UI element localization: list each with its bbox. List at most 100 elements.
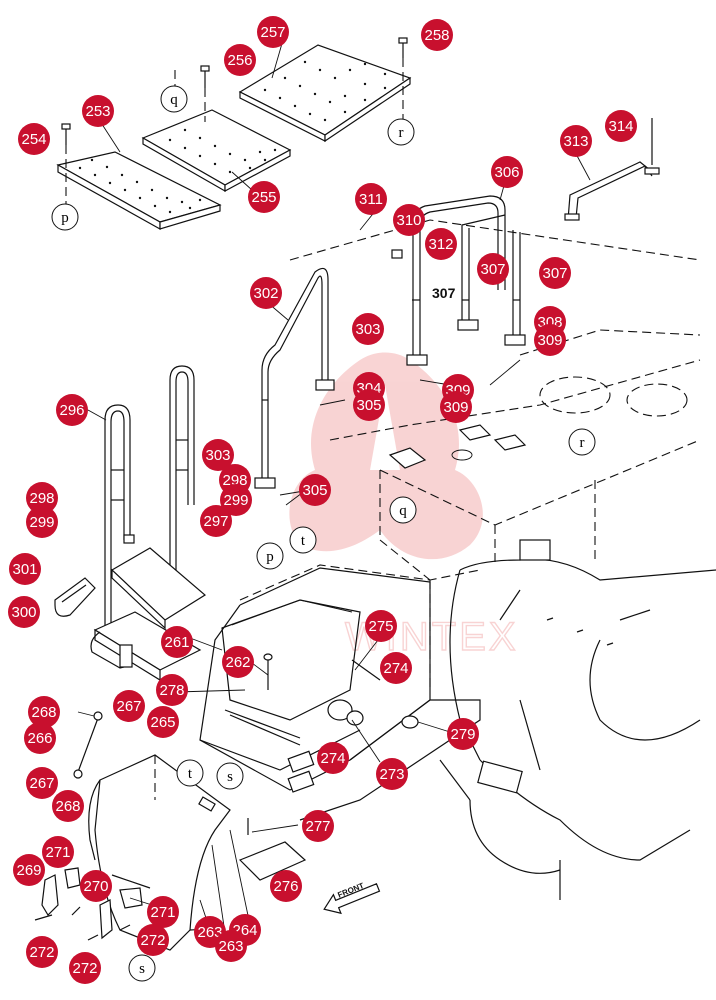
callout-274: 274	[317, 742, 349, 774]
callout-circle	[220, 484, 252, 516]
callout-310: 310	[393, 204, 425, 236]
callout-258: 258	[421, 19, 453, 51]
callout-circle	[18, 123, 50, 155]
callout-275: 275	[365, 610, 397, 642]
callout-307: 307	[539, 257, 571, 289]
callout-circle	[26, 936, 58, 968]
callout-277: 277	[302, 810, 334, 842]
plate-276	[238, 818, 307, 881]
callout-302: 302	[250, 277, 282, 309]
callout-303: 303	[202, 439, 234, 471]
callout-number: 299	[29, 514, 54, 531]
callout-276: 276	[270, 870, 302, 902]
callout-number: 273	[379, 766, 404, 783]
ref-circle-p-body: p	[256, 542, 284, 570]
callout-271: 271	[147, 896, 179, 928]
callout-circle	[52, 790, 84, 822]
callout-313: 313	[560, 125, 592, 157]
svg-text:r: r	[399, 125, 404, 141]
callout-number: 257	[260, 24, 285, 41]
svg-text:q: q	[170, 92, 178, 108]
ref-circle-r-body: r	[568, 428, 596, 456]
callout-circle	[425, 228, 457, 260]
callout-number: 312	[428, 236, 453, 253]
ref-circle-t-cover: t	[176, 759, 204, 787]
callout-number: 256	[227, 52, 252, 69]
grab-handle-313	[564, 118, 660, 221]
callout-circle	[13, 854, 45, 886]
callout-circle	[202, 439, 234, 471]
svg-text:s: s	[139, 961, 145, 977]
callout-circle	[447, 718, 479, 750]
callout-number: 274	[383, 660, 408, 677]
callout-number: 297	[203, 513, 228, 530]
callout-279: 279	[447, 718, 479, 750]
callout-number: 309	[443, 399, 468, 416]
callout-305: 305	[353, 389, 385, 421]
callout-301: 301	[9, 553, 41, 585]
svg-text:t: t	[301, 533, 306, 549]
callout-number: 268	[55, 798, 80, 815]
callout-circle	[42, 836, 74, 868]
svg-text:q: q	[399, 503, 407, 519]
callout-circle	[156, 674, 188, 706]
callout-307: 307	[477, 253, 509, 285]
callout-circle	[161, 626, 193, 658]
handrail-306	[391, 195, 526, 366]
floor-plate-253	[56, 151, 222, 231]
callout-number: 272	[140, 932, 165, 949]
callout-number: 303	[355, 321, 380, 338]
callout-number: 277	[305, 818, 330, 835]
callout-number: 272	[29, 944, 54, 961]
callout-circle	[355, 183, 387, 215]
ref-circle-q-top: q	[160, 85, 188, 113]
callout-number: 270	[83, 878, 108, 895]
callout-270: 270	[80, 870, 112, 902]
callout-circle	[380, 652, 412, 684]
floor-plate-257	[238, 44, 412, 143]
callout-circle	[477, 253, 509, 285]
callout-299: 299	[26, 506, 58, 538]
callout-circle	[560, 125, 592, 157]
callout-number: 267	[29, 775, 54, 792]
callout-circle	[26, 767, 58, 799]
callout-272: 272	[69, 952, 101, 984]
callout-circle	[353, 389, 385, 421]
callout-number: 298	[222, 472, 247, 489]
callout-278: 278	[156, 674, 188, 706]
callout-265: 265	[147, 706, 179, 738]
callout-circle	[317, 742, 349, 774]
callout-circle	[113, 690, 145, 722]
callout-number: 268	[31, 704, 56, 721]
console-frame	[199, 567, 481, 821]
callout-274: 274	[380, 652, 412, 684]
callout-circle	[26, 482, 58, 514]
callout-circle	[147, 896, 179, 928]
callout-number: 296	[59, 402, 84, 419]
callout-circle	[26, 506, 58, 538]
callout-311: 311	[355, 183, 387, 215]
callout-268: 268	[28, 696, 60, 728]
boom-structure	[439, 539, 716, 900]
callout-number: 298	[29, 490, 54, 507]
callout-number: 253	[85, 103, 110, 120]
callout-number: 263	[197, 924, 222, 941]
callout-268: 268	[52, 790, 84, 822]
front-direction: FRONT	[323, 881, 381, 915]
callout-number: 265	[150, 714, 175, 731]
callout-number: 267	[116, 698, 141, 715]
callout-256: 256	[224, 44, 256, 76]
callout-309: 309	[534, 324, 566, 356]
callout-number: 307	[480, 261, 505, 278]
callout-272: 272	[137, 924, 169, 956]
ladder-296	[90, 365, 207, 682]
callout-circle	[200, 505, 232, 537]
callout-circle	[69, 952, 101, 984]
svg-text:p: p	[266, 549, 274, 565]
callout-number: 301	[12, 561, 37, 578]
callout-number: 272	[72, 960, 97, 977]
callout-circle	[215, 930, 247, 962]
svg-text:t: t	[188, 766, 193, 782]
